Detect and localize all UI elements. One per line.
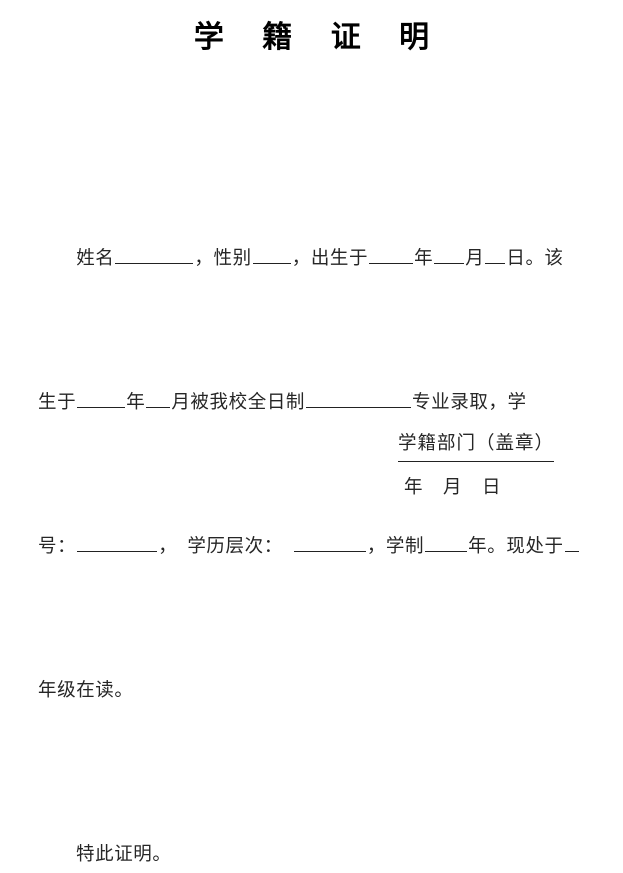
label-admitted: 专业录取，学	[412, 392, 527, 413]
body-line-1: 姓名 ，性别 ，出生于 年 月日。该	[38, 241, 586, 277]
signature-department: 学籍部门（盖章）	[398, 430, 555, 462]
blank-name[interactable]	[115, 246, 194, 264]
unit-day-1: 日。该	[506, 248, 564, 269]
document-body: 姓名，性别，出生于年月日。该 生于年月被我校全日制专业录取，学 号：，学历层次：…	[38, 133, 586, 873]
punct-comma-1: ，	[158, 536, 178, 557]
blank-birth-month[interactable]	[434, 246, 465, 264]
unit-year-2: 年	[126, 392, 146, 413]
label-student-id: 号：	[38, 536, 77, 557]
body-line-4: 年级在读。	[38, 673, 586, 709]
body-paragraph-2: 特此证明。	[76, 844, 172, 865]
signature-date-line: 年 月 日	[404, 477, 502, 498]
label-fulltime: 月被我校全日制	[171, 392, 306, 413]
blank-program-length[interactable]	[425, 534, 468, 552]
body-paragraph-1: 姓名，性别，出生于年月日。该 生于年月被我校全日制专业录取，学 号：，学历层次：…	[38, 133, 586, 817]
label-grade-studying: 年级在读。	[38, 680, 134, 701]
blank-major[interactable]	[306, 390, 412, 408]
label-enrolled-on: 生于	[38, 392, 77, 413]
label-program-length: ，学制	[366, 536, 425, 557]
label-currently-in: 年。现处于	[468, 536, 564, 557]
body-line-3: 号： ， 学历层次： ，学制 年。现处于	[38, 529, 586, 565]
blank-gender[interactable]	[252, 246, 291, 264]
blank-birth-day[interactable]	[485, 246, 506, 264]
unit-year-1: 年	[414, 248, 434, 269]
body-line-2: 生于 年 月被我校全日制 专业录取，学	[38, 385, 586, 421]
page-title: 学 籍 证 明	[193, 20, 444, 55]
blank-enroll-month[interactable]	[146, 390, 171, 408]
certificate-page: 学 籍 证 明 姓名，性别，出生于年月日。该 生于年月被我校全日制专业录取，学 …	[38, 20, 579, 865]
label-education-level: 学历层次：	[187, 536, 283, 557]
blank-education-level[interactable]	[293, 534, 366, 552]
blank-birth-year[interactable]	[369, 246, 414, 264]
blank-student-id[interactable]	[77, 534, 158, 552]
label-name: 姓名	[76, 248, 115, 269]
label-birth: ，出生于	[291, 248, 369, 269]
blank-enroll-year[interactable]	[77, 390, 126, 408]
label-gender: ，性别	[194, 248, 252, 269]
blank-grade[interactable]	[564, 534, 579, 552]
unit-month-1: 月	[465, 248, 485, 269]
